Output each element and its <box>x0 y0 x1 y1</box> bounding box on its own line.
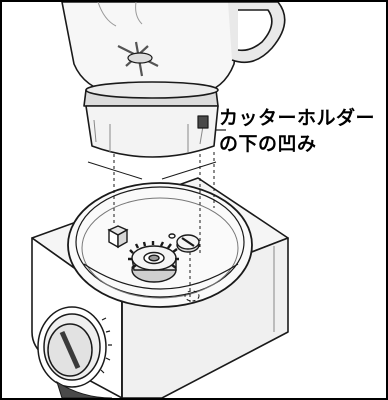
safety-pin <box>168 233 200 253</box>
interlock-block <box>107 225 129 249</box>
projection-lines <box>87 161 217 180</box>
drive-gear-icon <box>128 241 179 283</box>
callout-label: カッターホルダー の下の凹み <box>219 105 375 157</box>
base-foot <box>56 380 113 398</box>
callout-line-2: の下の凹み <box>219 133 317 155</box>
alignment-guides <box>113 142 215 302</box>
speed-dial-icon <box>37 306 112 388</box>
blender-jar-icon <box>61 2 286 158</box>
callout-line-1: カッターホルダー <box>219 107 376 129</box>
base-socket-ring <box>67 182 253 308</box>
blender-assembly-illustration <box>31 2 289 398</box>
